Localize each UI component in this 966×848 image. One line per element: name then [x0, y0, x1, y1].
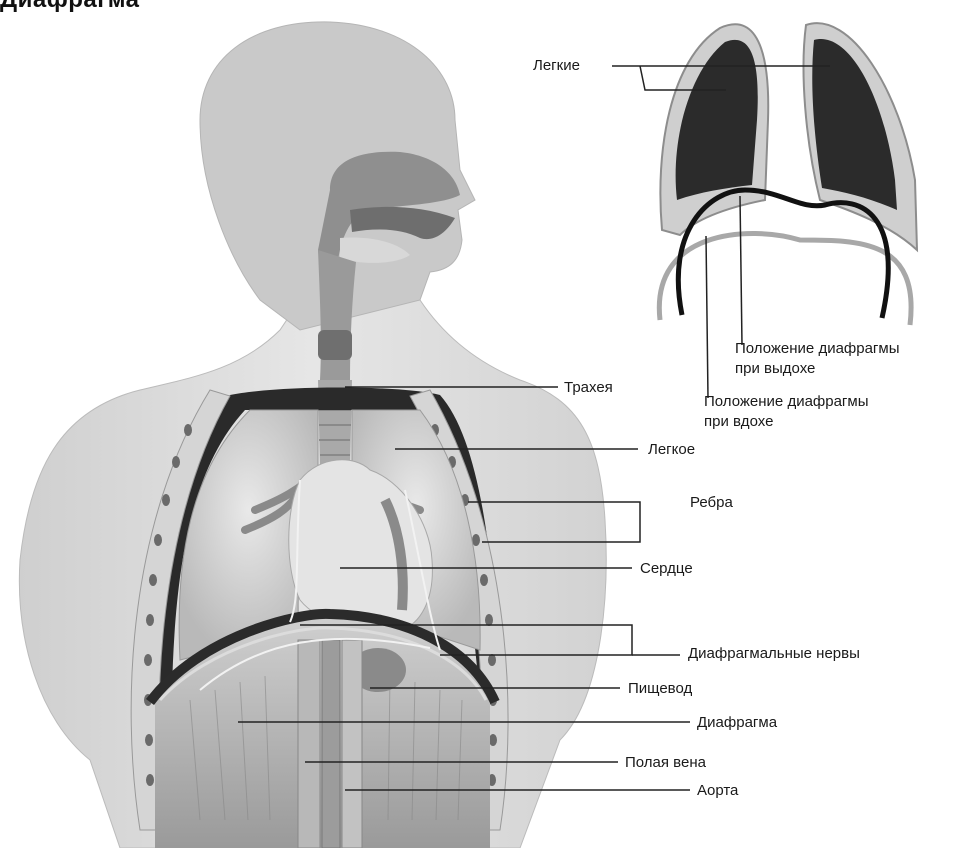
label-inhale-line2: при вдохе	[704, 413, 773, 431]
label-lung: Легкое	[648, 441, 695, 459]
inset-inhale-position	[659, 233, 911, 325]
label-diaphragm: Диафрагма	[697, 714, 777, 732]
label-heart: Сердце	[640, 560, 693, 578]
label-esophagus: Пищевод	[628, 680, 692, 698]
label-phrenic-nerves: Диафрагмальные нервы	[688, 645, 860, 663]
label-vena-cava: Полая вена	[625, 754, 706, 772]
label-lungs: Легкие	[533, 57, 580, 75]
page-title: Диафрагма	[0, 0, 140, 14]
label-exhale-line2: при выдохе	[735, 360, 815, 378]
label-trachea: Трахея	[564, 379, 613, 397]
label-aorta: Аорта	[697, 782, 738, 800]
label-inhale-line1: Положение диафрагмы	[704, 393, 869, 411]
vessels	[298, 640, 362, 848]
label-exhale-line1: Положение диафрагмы	[735, 340, 900, 358]
label-ribs: Ребра	[690, 494, 733, 512]
